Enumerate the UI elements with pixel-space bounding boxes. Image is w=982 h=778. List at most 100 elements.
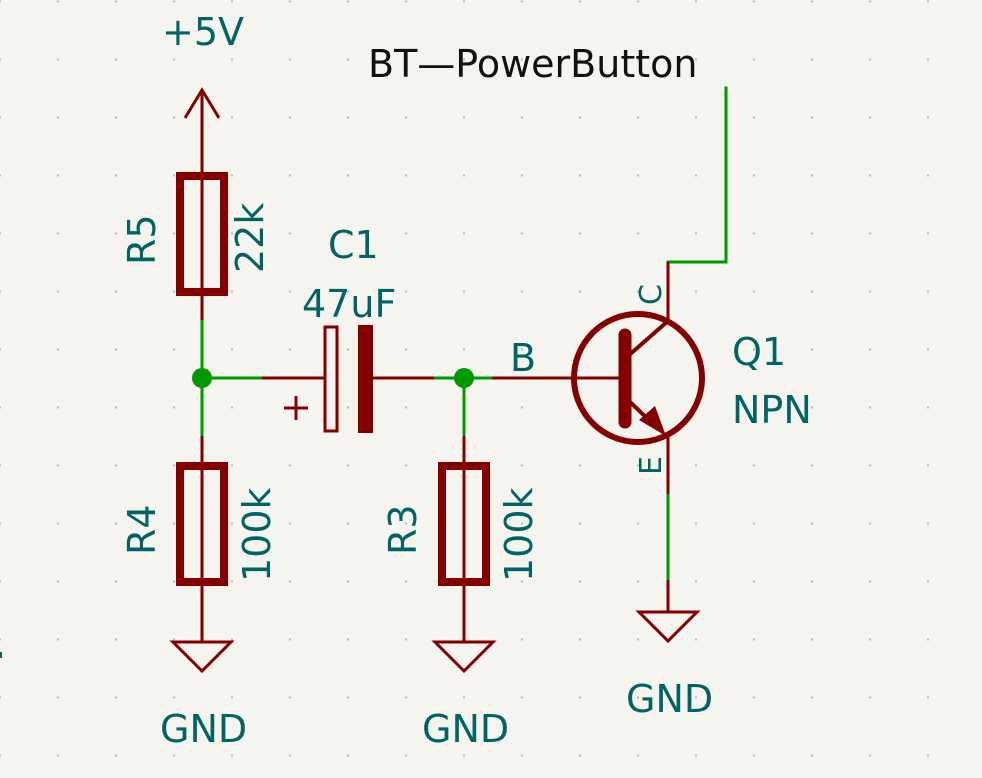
grid-dot: [289, 0, 291, 3]
grid-dot: [927, 348, 929, 351]
grid-dot: [405, 290, 407, 293]
grid-dot: [753, 116, 755, 119]
grid-dot: [869, 464, 871, 467]
grid-dot: [173, 58, 175, 61]
grid-dot: [347, 290, 349, 293]
grid-dot: [695, 696, 697, 699]
grid-dot: [811, 406, 813, 409]
grid-dot: [0, 522, 1, 525]
grid-dot: [289, 464, 291, 467]
grid-dot: [521, 348, 523, 351]
grid-dot: [927, 232, 929, 235]
grid-dot: [753, 348, 755, 351]
grid-dot: [637, 464, 639, 467]
offscreen-label-fragment: [0, 652, 2, 658]
grid-dot: [57, 406, 59, 409]
grid-dot: [753, 406, 755, 409]
c1-ref: C1: [328, 223, 379, 267]
grid-dot: [115, 522, 117, 525]
grid-dot: [347, 522, 349, 525]
grid-dot: [521, 696, 523, 699]
grid-dot: [811, 174, 813, 177]
grid-dot: [173, 348, 175, 351]
grid-dot: [637, 58, 639, 61]
grid-dot: [463, 290, 465, 293]
junction-dot: [192, 368, 212, 388]
grid-dot: [521, 464, 523, 467]
grid-dot: [579, 754, 581, 757]
grid-dot: [637, 754, 639, 757]
grid-dot: [57, 464, 59, 467]
grid-dot: [869, 174, 871, 177]
grid-dot: [579, 522, 581, 525]
grid-dot: [695, 58, 697, 61]
grid-dot: [869, 580, 871, 583]
grid-dot: [927, 0, 929, 3]
grid-dot: [521, 406, 523, 409]
grid-dot: [637, 638, 639, 641]
grid-dot: [231, 116, 233, 119]
grid-dot: [637, 696, 639, 699]
net-label-bt-powerbutton[interactable]: BT—PowerButton: [368, 42, 697, 86]
grid-dot: [521, 232, 523, 235]
grid-dot: [0, 406, 1, 409]
gnd-symbol-r3[interactable]: GND: [422, 640, 509, 751]
q1-pin-b: B: [510, 336, 536, 380]
resistor-r5[interactable]: R5 22k: [120, 172, 272, 320]
grid-dot: [637, 0, 639, 3]
grid-dot: [869, 116, 871, 119]
grid-dot: [173, 522, 175, 525]
grid-dot: [579, 580, 581, 583]
grid-dot: [57, 232, 59, 235]
grid-dot: [811, 348, 813, 351]
r3-value: 100k: [497, 487, 541, 582]
grid-dot: [579, 696, 581, 699]
wire-collector[interactable]: [666, 86, 728, 264]
grid-dot: [347, 116, 349, 119]
grid-dot: [869, 522, 871, 525]
grid-dot: [347, 406, 349, 409]
grid-dot: [405, 638, 407, 641]
grid-dot: [231, 580, 233, 583]
power-symbol-5v[interactable]: +5V: [162, 10, 244, 175]
grid-dot: [637, 232, 639, 235]
grid-dot: [463, 348, 465, 351]
grid-dot: [811, 58, 813, 61]
grid-dot: [927, 696, 929, 699]
grid-dot: [405, 406, 407, 409]
grid-dot: [57, 754, 59, 757]
grid-dot: [637, 580, 639, 583]
grid-dot: [927, 464, 929, 467]
grid-dot: [115, 754, 117, 757]
grid-dot: [0, 0, 1, 3]
grid-dot: [927, 174, 929, 177]
grid-dot: [927, 638, 929, 641]
gnd-symbol-r4[interactable]: GND: [160, 640, 247, 751]
grid-dot: [289, 290, 291, 293]
grid-dot: [405, 580, 407, 583]
grid-dot: [927, 290, 929, 293]
grid-dot: [869, 0, 871, 3]
capacitor-c1[interactable]: C1 47uF: [262, 223, 434, 433]
grid-dot: [347, 696, 349, 699]
grid-dot: [869, 638, 871, 641]
grid-dot: [0, 464, 1, 467]
resistor-r4[interactable]: R4 100k: [120, 436, 279, 642]
grid-dot: [695, 638, 697, 641]
grid-dot: [289, 522, 291, 525]
grid-dot: [463, 0, 465, 3]
transistor-q1[interactable]: B C E Q1 NPN: [492, 262, 812, 494]
q1-ref: Q1: [732, 330, 786, 374]
grid-dot: [579, 290, 581, 293]
grid-dot: [231, 638, 233, 641]
grid-dot: [347, 580, 349, 583]
grid-dot: [927, 406, 929, 409]
grid-dot: [811, 580, 813, 583]
grid-dot: [753, 464, 755, 467]
grid-dot: [811, 638, 813, 641]
gnd-symbol-q1[interactable]: GND: [626, 580, 713, 721]
grid-dot: [173, 174, 175, 177]
resistor-r3[interactable]: R3 100k: [381, 436, 541, 642]
grid-dot: [463, 174, 465, 177]
